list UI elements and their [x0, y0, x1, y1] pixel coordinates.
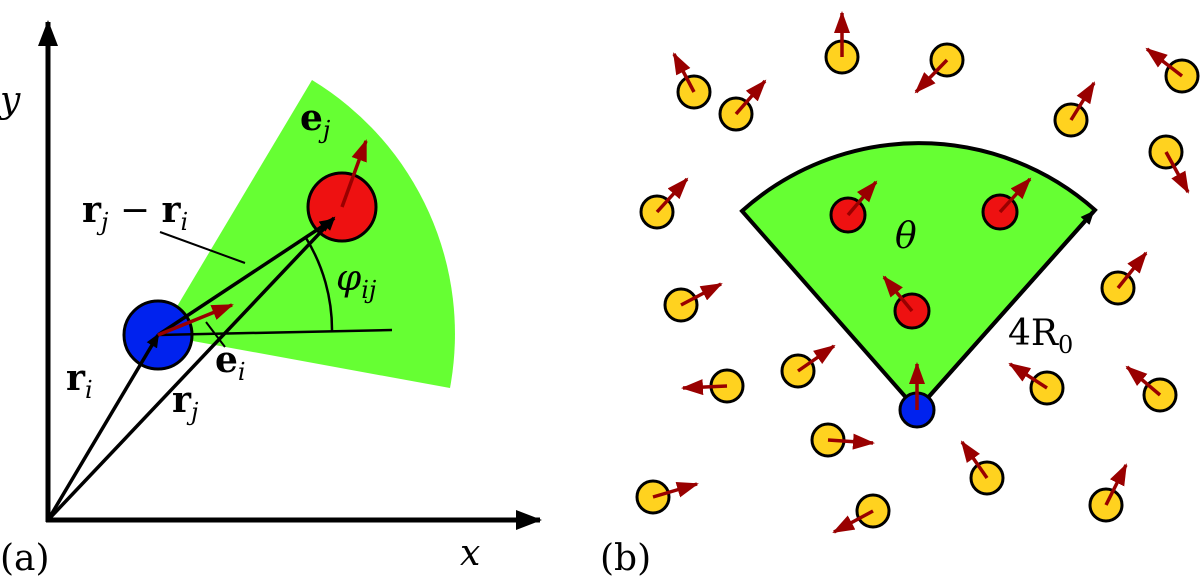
heading-arrow: [960, 440, 989, 479]
heading-arrow: [1069, 81, 1096, 121]
label-r-i: ri: [66, 357, 93, 404]
panel-a: y x (a) ej rj − ri φij ei ri rj: [0, 20, 542, 579]
label-r-j: rj: [172, 379, 199, 426]
heading-arrow: [1116, 251, 1148, 290]
heading-arrow: [827, 433, 875, 450]
heading-arrow: [652, 481, 699, 499]
heading-arrow: [998, 177, 1032, 214]
heading-arrow: [672, 52, 696, 93]
heading-arrow: [832, 509, 874, 534]
heading-arrow: [914, 58, 949, 94]
panel-b: θ 4R0 (b): [600, 11, 1200, 579]
heading-arrow: [680, 282, 723, 307]
heading-arrow: [681, 379, 728, 396]
reference-line: [157, 328, 393, 337]
heading-arrow: [882, 275, 914, 313]
vector-r-j: [46, 216, 336, 522]
label-e-j: ej: [300, 97, 331, 144]
radius-label: 4R0: [1008, 313, 1073, 359]
label-e-i: ei: [215, 339, 246, 386]
leader-line-ei: [205, 321, 226, 348]
vector-r-j-minus-r-i: [157, 218, 334, 337]
panel-b-label: (b): [600, 538, 651, 579]
heading-arrow: [1008, 362, 1048, 390]
heading-arrow: [655, 177, 689, 214]
heading-arrow: [1125, 365, 1162, 397]
x-axis-label: x: [460, 533, 480, 574]
y-axis-label: y: [0, 80, 21, 121]
label-r-j-minus-r-i: rj − ri: [82, 189, 188, 236]
heading-arrow: [1104, 463, 1128, 506]
vector-r-i: [46, 333, 160, 521]
angle-arc-phi: [304, 237, 334, 332]
panel-a-label: (a): [0, 538, 50, 579]
radius-arrow: [915, 210, 1095, 412]
heading-arrow: [797, 344, 836, 373]
theta-label: θ: [895, 216, 917, 257]
heading-e-i: [157, 303, 234, 337]
heading-arrow: [846, 180, 878, 217]
label-phi-ij: φij: [336, 258, 377, 304]
heading-e-j: [340, 139, 368, 208]
heading-arrow: [1145, 47, 1184, 78]
heading-arrow: [1164, 151, 1190, 194]
leader-line: [159, 231, 246, 264]
heading-arrow: [734, 79, 767, 116]
